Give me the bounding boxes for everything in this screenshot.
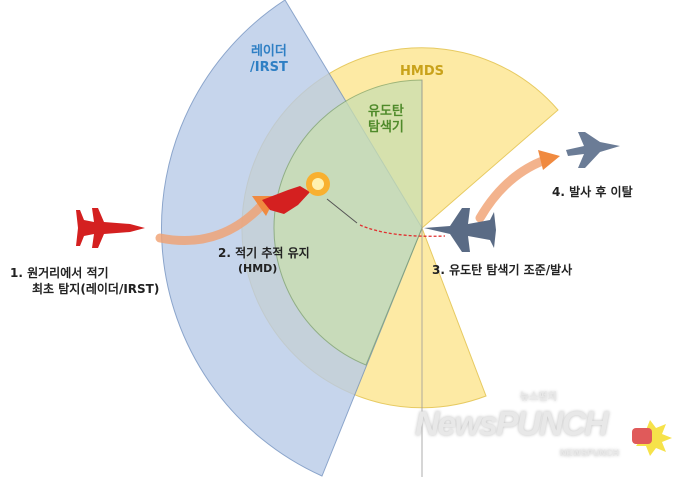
explosion-icon	[306, 172, 330, 196]
step-3-label: 3. 유도탄 탐색기 조준/발사	[432, 263, 573, 277]
step-2-label: 2. 적기 추적 유지 (HMD)	[218, 245, 310, 277]
step-1-label: 1. 원거리에서 적기 최초 탐지(레이더/IRST)	[10, 265, 159, 297]
step-1-line1: 1. 원거리에서 적기	[10, 266, 109, 280]
egress-arrow	[475, 155, 550, 223]
hmds-zone-label: HMDS	[400, 64, 444, 79]
radar-zone-label: 레이더 /IRST	[250, 44, 288, 76]
missile-path	[359, 224, 446, 237]
step-2-line2: (HMD)	[238, 262, 278, 275]
radar-label-line2: /IRST	[250, 60, 288, 75]
missile-track	[326, 198, 358, 224]
egress-aircraft-icon	[566, 132, 620, 168]
watermark-korean: 뉴스펀치	[520, 392, 557, 403]
watermark-main: NewsPUNCH	[415, 405, 609, 443]
approach-arrow	[155, 200, 267, 245]
seeker-label-line2: 탐색기	[368, 120, 404, 135]
newspunch-logo-icon	[632, 420, 672, 456]
step-4-label: 4. 발사 후 이탈	[552, 185, 633, 199]
hit-enemy-aircraft-icon	[262, 186, 310, 214]
seeker-label-line1: 유도탄	[368, 104, 404, 119]
egress-arrowhead	[538, 150, 560, 170]
step-1-line2: 최초 탐지(레이더/IRST)	[32, 282, 160, 296]
friendly-aircraft-icon	[424, 208, 496, 252]
radar-label-line1: 레이더	[250, 44, 287, 59]
watermark-small: NEWSPUNCH	[560, 448, 620, 458]
enemy-aircraft-icon	[76, 208, 145, 248]
seeker-zone-label: 유도탄 탐색기	[368, 104, 404, 136]
step-2-line1: 2. 적기 추적 유지	[218, 246, 310, 260]
